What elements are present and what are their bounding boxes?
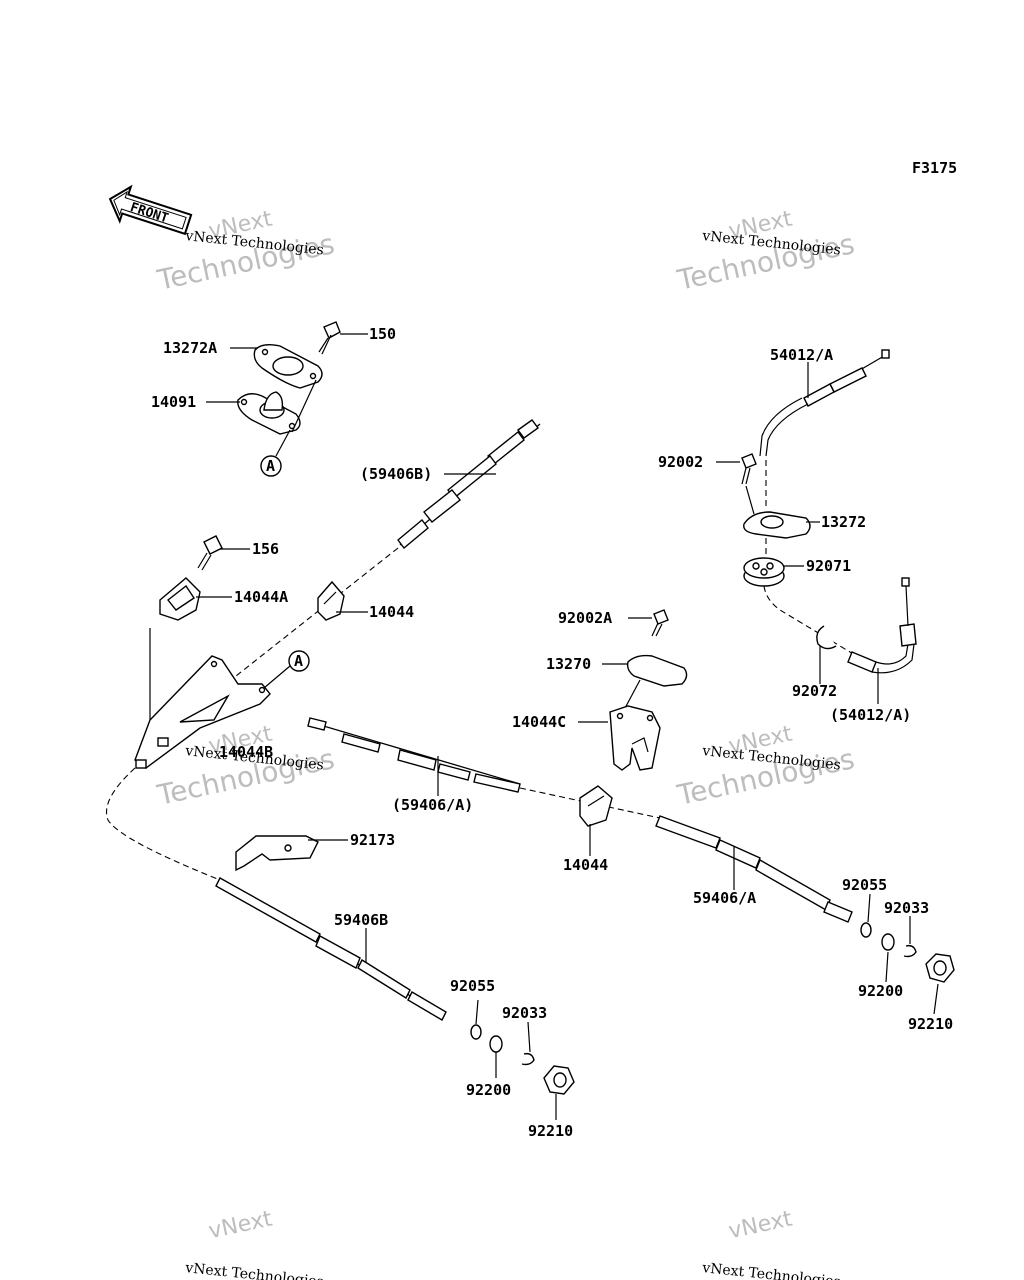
front-arrow-icon: FRONT	[108, 184, 193, 236]
part-label-59406B: 59406B	[334, 911, 388, 929]
plate-13272	[743, 511, 811, 539]
part-label-59406A-paren: (59406/A)	[392, 796, 473, 814]
part-label-14044A: 14044A	[234, 588, 288, 606]
watermark-group: vNext Technologies vNext Technologies vN…	[154, 206, 858, 1280]
bolt-156	[197, 535, 223, 571]
part-label-14044-top: 14044	[369, 603, 414, 621]
bolt-92002	[741, 453, 757, 485]
cable-59406A-right	[655, 815, 853, 923]
clamp-14044-mid	[579, 785, 613, 827]
ref-marker-a-2	[288, 650, 310, 672]
part-label-92072: 92072	[792, 682, 837, 700]
washer-92200-right	[881, 933, 895, 951]
grommet-92071	[743, 557, 785, 587]
part-label-14044-mid: 14044	[563, 856, 608, 874]
leader-lines	[196, 333, 939, 1120]
nut-92210-right	[925, 953, 955, 983]
part-labels: 13272A 150 14091 (59406B) 156 14044A 140…	[151, 325, 953, 1140]
watermark-caption: vNext Technologies	[184, 1260, 325, 1280]
part-label-92210-left: 92210	[528, 1122, 573, 1140]
part-label-54012A-paren: (54012/A)	[830, 706, 911, 724]
part-label-92071: 92071	[806, 557, 851, 575]
bracket-92173	[235, 835, 319, 872]
cable-54012A-top	[759, 349, 890, 457]
ref-marker-a	[260, 455, 282, 477]
watermark-text: vNext	[206, 1206, 274, 1244]
part-label-54012A: 54012/A	[770, 346, 833, 364]
watermark-text: vNext	[726, 1206, 794, 1244]
plate-13270	[626, 654, 688, 687]
part-label-14044B: 14044B	[219, 743, 273, 761]
boot-14091	[237, 391, 301, 435]
ref-marker-a-2-label: A	[294, 652, 303, 670]
cable-59406B-upper	[397, 419, 541, 550]
bolt-92002A	[651, 609, 669, 637]
clip-92072	[816, 625, 837, 650]
cable-54012A-bottom	[847, 577, 917, 674]
part-label-14044C: 14044C	[512, 713, 566, 731]
clip-92033-right	[903, 944, 917, 958]
part-label-59406B-paren: (59406B)	[360, 465, 432, 483]
figure-code: F3175	[912, 159, 957, 177]
part-label-92055-left: 92055	[450, 977, 495, 995]
watermark-caption: vNext Technologies	[701, 1260, 842, 1280]
part-label-92173: 92173	[350, 831, 395, 849]
bracket-14044B	[134, 655, 271, 769]
part-label-92002A: 92002A	[558, 609, 612, 627]
part-label-92033-left: 92033	[502, 1004, 547, 1022]
bracket-14044C	[609, 705, 661, 771]
part-label-92033-right: 92033	[884, 899, 929, 917]
part-label-14091: 14091	[151, 393, 196, 411]
oring-92055-left	[470, 1024, 482, 1040]
cable-59406A-mid	[307, 717, 521, 793]
part-label-156: 156	[252, 540, 279, 558]
oring-92055-right	[860, 922, 872, 938]
part-label-13272A: 13272A	[163, 339, 217, 357]
part-label-92055-right: 92055	[842, 876, 887, 894]
ref-marker-a-label: A	[266, 457, 275, 475]
clip-92033-left	[521, 1052, 535, 1066]
part-label-92200-left: 92200	[466, 1081, 511, 1099]
part-label-150: 150	[369, 325, 396, 343]
part-label-92210-right: 92210	[908, 1015, 953, 1033]
bolt-150	[318, 321, 341, 355]
gasket-13272A	[253, 343, 323, 389]
clamp-14044-top	[317, 580, 345, 621]
part-label-13272: 13272	[821, 513, 866, 531]
part-label-92200-right: 92200	[858, 982, 903, 1000]
washer-92200-left	[489, 1035, 503, 1053]
part-label-92002: 92002	[658, 453, 703, 471]
part-label-13270: 13270	[546, 655, 591, 673]
cable-59406B-lower	[215, 877, 447, 1021]
nut-92210-left	[543, 1065, 575, 1095]
clamp-14044A	[159, 577, 201, 621]
part-label-59406A: 59406/A	[693, 889, 756, 907]
